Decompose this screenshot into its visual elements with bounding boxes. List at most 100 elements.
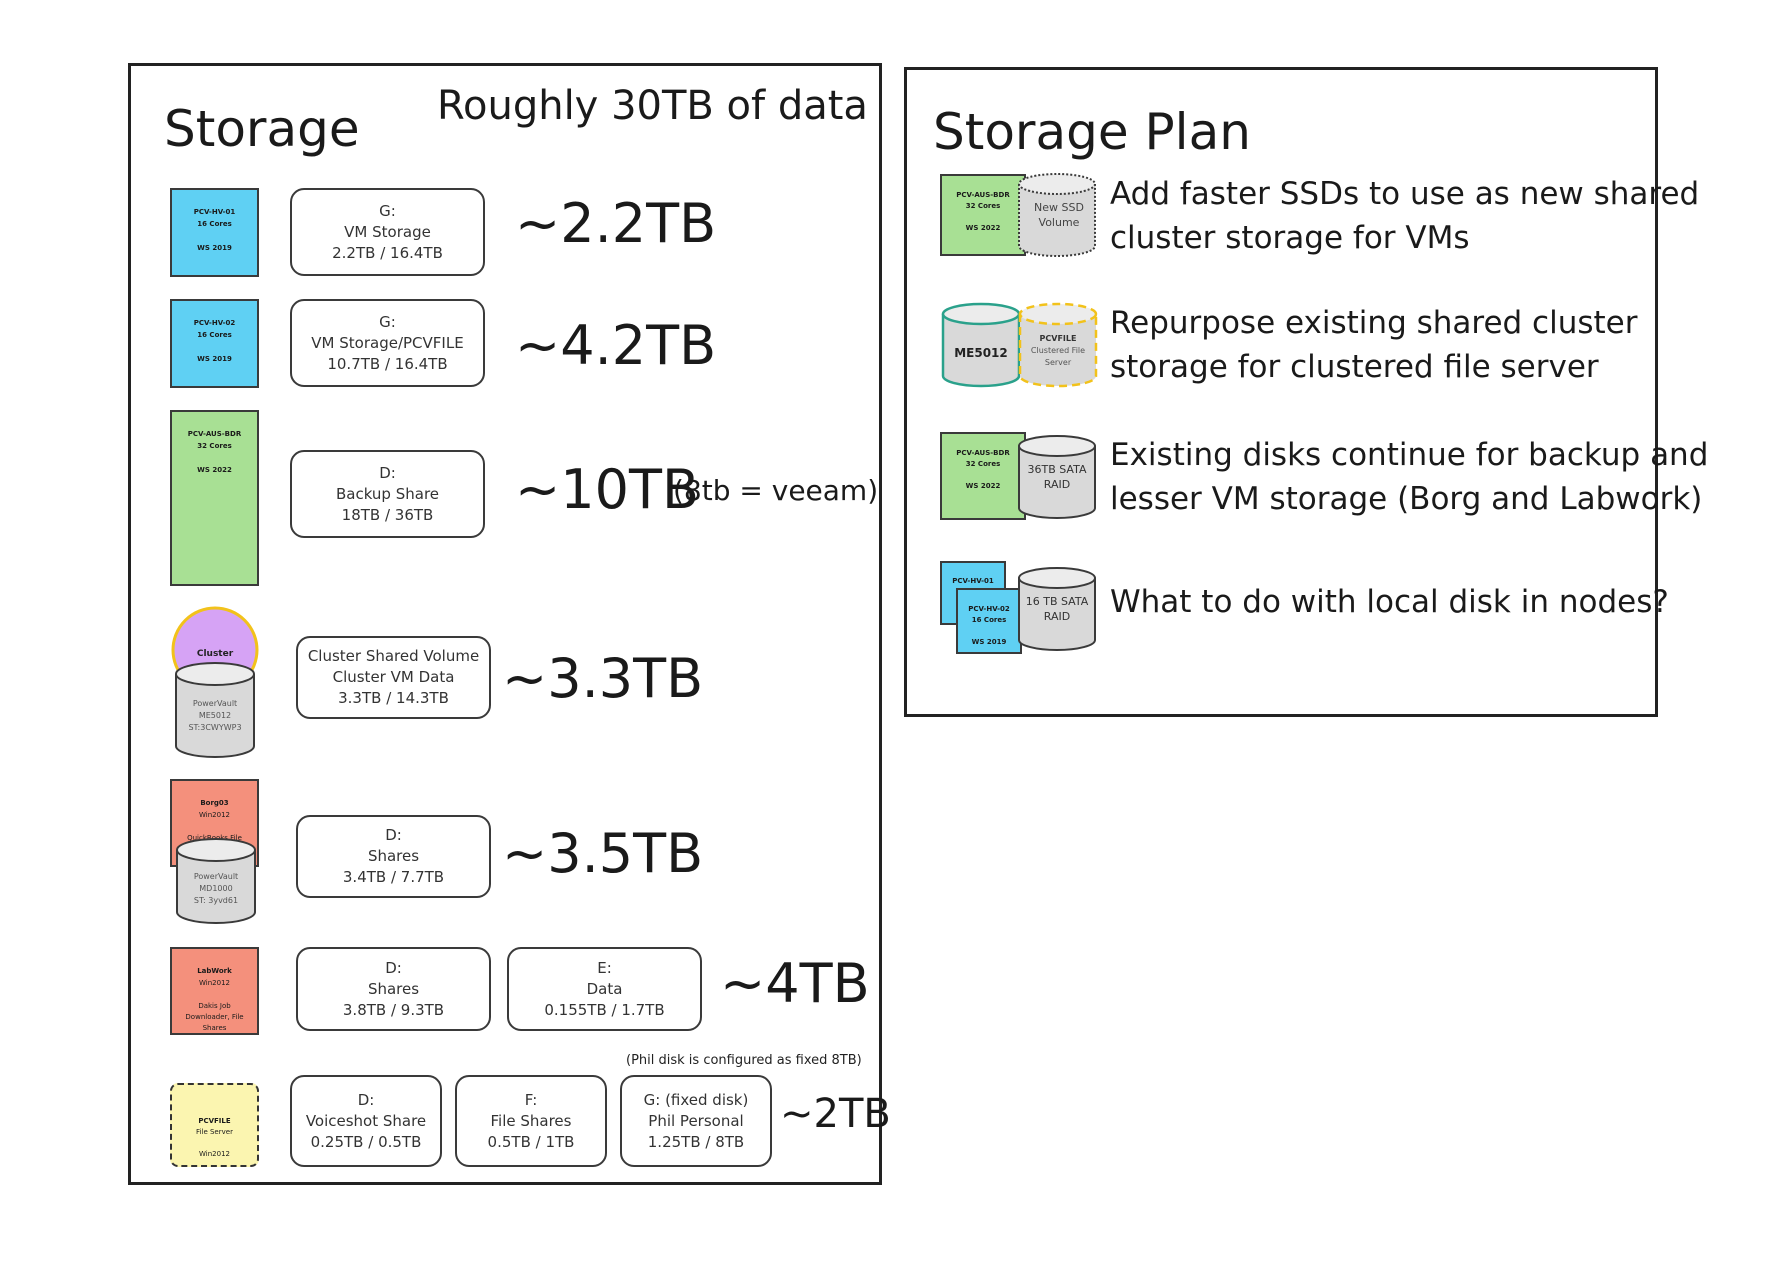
host-pcv-hv-01: PCV-HV-01 16 Cores WS 2019 [170, 188, 259, 277]
disk-top [175, 662, 255, 686]
volume-usage: 3.3TB / 14.3TB [338, 689, 449, 707]
volume-label: Cluster VM Data [332, 668, 455, 686]
volume-box: D: Voiceshot Share 0.25TB / 0.5TB [290, 1075, 442, 1167]
host-name: PCV-HV-01 [952, 577, 994, 585]
plan-line: Add faster SSDs to use as new shared [1110, 176, 1700, 212]
volume-label: File Shares [490, 1111, 572, 1130]
disk-label: Volume [1039, 216, 1080, 229]
disk-top [941, 302, 1021, 326]
disk-label: PowerVault [193, 699, 237, 708]
host-labwork: LabWork Win2012 Dakis Job Downloader, Fi… [170, 947, 259, 1035]
host-name: PCV-AUS-BDR [956, 449, 1010, 457]
host-cores: 32 Cores [965, 460, 1001, 468]
plan-host-pcv-aus-bdr: PCV-AUS-BDR 32 Cores WS 2022 [940, 432, 1026, 520]
plan-item-text: What to do with local disk in nodes? [1110, 580, 1669, 624]
host-pcv-aus-bdr: PCV-AUS-BDR 32 Cores WS 2022 [170, 410, 259, 586]
disk-label: ME5012 [954, 346, 1008, 360]
new-ssd-disk-icon: New SSD Volume [1018, 173, 1096, 257]
host-os: WS 2019 [197, 244, 232, 252]
plan-line: storage for clustered file server [1110, 349, 1599, 385]
volume-box: D: Shares 3.4TB / 7.7TB [296, 815, 491, 898]
disk-label: Server [1045, 358, 1072, 367]
host-name: PCV-HV-02 [193, 319, 236, 327]
volume-usage: 1.25TB / 8TB [647, 1132, 745, 1151]
plan-host-pcv-aus-bdr: PCV-AUS-BDR 32 Cores WS 2022 [940, 174, 1026, 256]
host-name: PCV-HV-01 [193, 208, 236, 216]
cluster-icon: Cluster PowerVault ME5012 ST:3CWYWP3 [171, 606, 259, 758]
volume-box: G: VM Storage 2.2TB / 16.4TB [290, 188, 485, 276]
disk-label: PowerVault [194, 872, 238, 881]
host-os: Win2012 [199, 811, 230, 819]
powervault-md1000-disk-icon: PowerVault MD1000 ST: 3yvd61 [176, 838, 256, 924]
host-cores: 16 Cores [197, 331, 232, 339]
row-total: ~3.3TB [502, 647, 704, 710]
volume-box: D: Shares 3.8TB / 9.3TB [296, 947, 491, 1031]
disk-label: RAID [1044, 478, 1070, 491]
disk-top [176, 838, 256, 862]
host-pcvfile: PCVFILE File Server Win2012 [170, 1083, 259, 1167]
volume-label: Backup Share [335, 484, 440, 503]
volume-drive: G: [379, 312, 396, 331]
disk-body [176, 850, 256, 924]
volume-drive: D: [357, 1090, 375, 1109]
plan-title: Storage Plan [933, 103, 1251, 161]
host-os: WS 2022 [197, 466, 232, 474]
row-total: ~4.2TB [515, 314, 717, 377]
volume-usage: 3.4TB / 7.7TB [342, 868, 445, 886]
host-pcv-hv-02: PCV-HV-02 16 Cores WS 2019 [170, 299, 259, 388]
host-name: PCV-HV-02 [968, 605, 1010, 613]
volume-usage: 0.25TB / 0.5TB [310, 1132, 422, 1151]
host-name: PCV-AUS-BDR [956, 191, 1010, 199]
volume-label: Phil Personal [648, 1111, 744, 1130]
plan-item-text: Add faster SSDs to use as new shared clu… [1110, 172, 1699, 260]
host-os: WS 2022 [965, 482, 1001, 490]
volume-label: Shares [367, 847, 420, 865]
disk-label: RAID [1044, 610, 1070, 623]
host-role: File Server [196, 1128, 233, 1136]
plan-line: cluster storage for VMs [1110, 220, 1470, 256]
volume-box: G: VM Storage/PCVFILE 10.7TB / 16.4TB [290, 299, 485, 387]
volume-drive: G: [379, 201, 396, 220]
disk-label: ME5012 [199, 711, 231, 720]
disk-top [1018, 173, 1096, 195]
disk-top [1018, 435, 1096, 457]
storage-summary: Roughly 30TB of data [437, 83, 868, 129]
volume-label: Data [586, 979, 623, 998]
disk-body [175, 674, 255, 758]
volume-box: D: Backup Share 18TB / 36TB [290, 450, 485, 538]
volume-label: VM Storage/PCVFILE [311, 333, 464, 352]
disk-body [1018, 314, 1098, 388]
host-cores: 32 Cores [965, 202, 1001, 210]
row-total: ~3.5TB [502, 822, 704, 885]
volume-drive: D: [379, 463, 396, 482]
cluster-label: Cluster [197, 649, 234, 659]
volume-box: Cluster Shared Volume Cluster VM Data 3.… [296, 636, 491, 719]
volume-box: F: File Shares 0.5TB / 1TB [455, 1075, 607, 1167]
me5012-pcvfile-disks-icon: ME5012 PCVFILE Clustered File Server [941, 302, 1098, 388]
disk-body [1018, 184, 1096, 257]
volume-label: Voiceshot Share [305, 1111, 427, 1130]
volume-drive: G: (fixed disk) [643, 1090, 749, 1109]
volume-box: E: Data 0.155TB / 1.7TB [507, 947, 702, 1031]
host-name: PCV-AUS-BDR [187, 430, 242, 438]
disk-label: 16 TB SATA [1026, 595, 1089, 608]
volume-drive: E: [597, 958, 612, 977]
sata-raid-disk-icon: 36TB SATA RAID [1018, 435, 1096, 519]
host-os: WS 2022 [965, 224, 1001, 232]
plan-line: lesser VM storage (Borg and Labwork) [1110, 481, 1703, 517]
host-cores: 16 Cores [197, 220, 232, 228]
disk-body [1018, 446, 1096, 519]
row-total: ~2.2TB [515, 192, 717, 255]
plan-line: Repurpose existing shared cluster [1110, 305, 1638, 341]
volume-box: G: (fixed disk) Phil Personal 1.25TB / 8… [620, 1075, 772, 1167]
host-name: Borg03 [200, 799, 229, 807]
disk-body [941, 314, 1021, 388]
volume-drive: D: [385, 826, 402, 844]
veeam-note: (8tb = veeam) [673, 474, 879, 507]
disk-top [1018, 567, 1096, 589]
row-total: ~4TB [720, 952, 870, 1015]
host-cores: 32 Cores [197, 442, 232, 450]
host-os: WS 2019 [197, 355, 232, 363]
local-sata-raid-disk-icon: 16 TB SATA RAID [1018, 567, 1096, 651]
disk-top [1018, 302, 1098, 326]
